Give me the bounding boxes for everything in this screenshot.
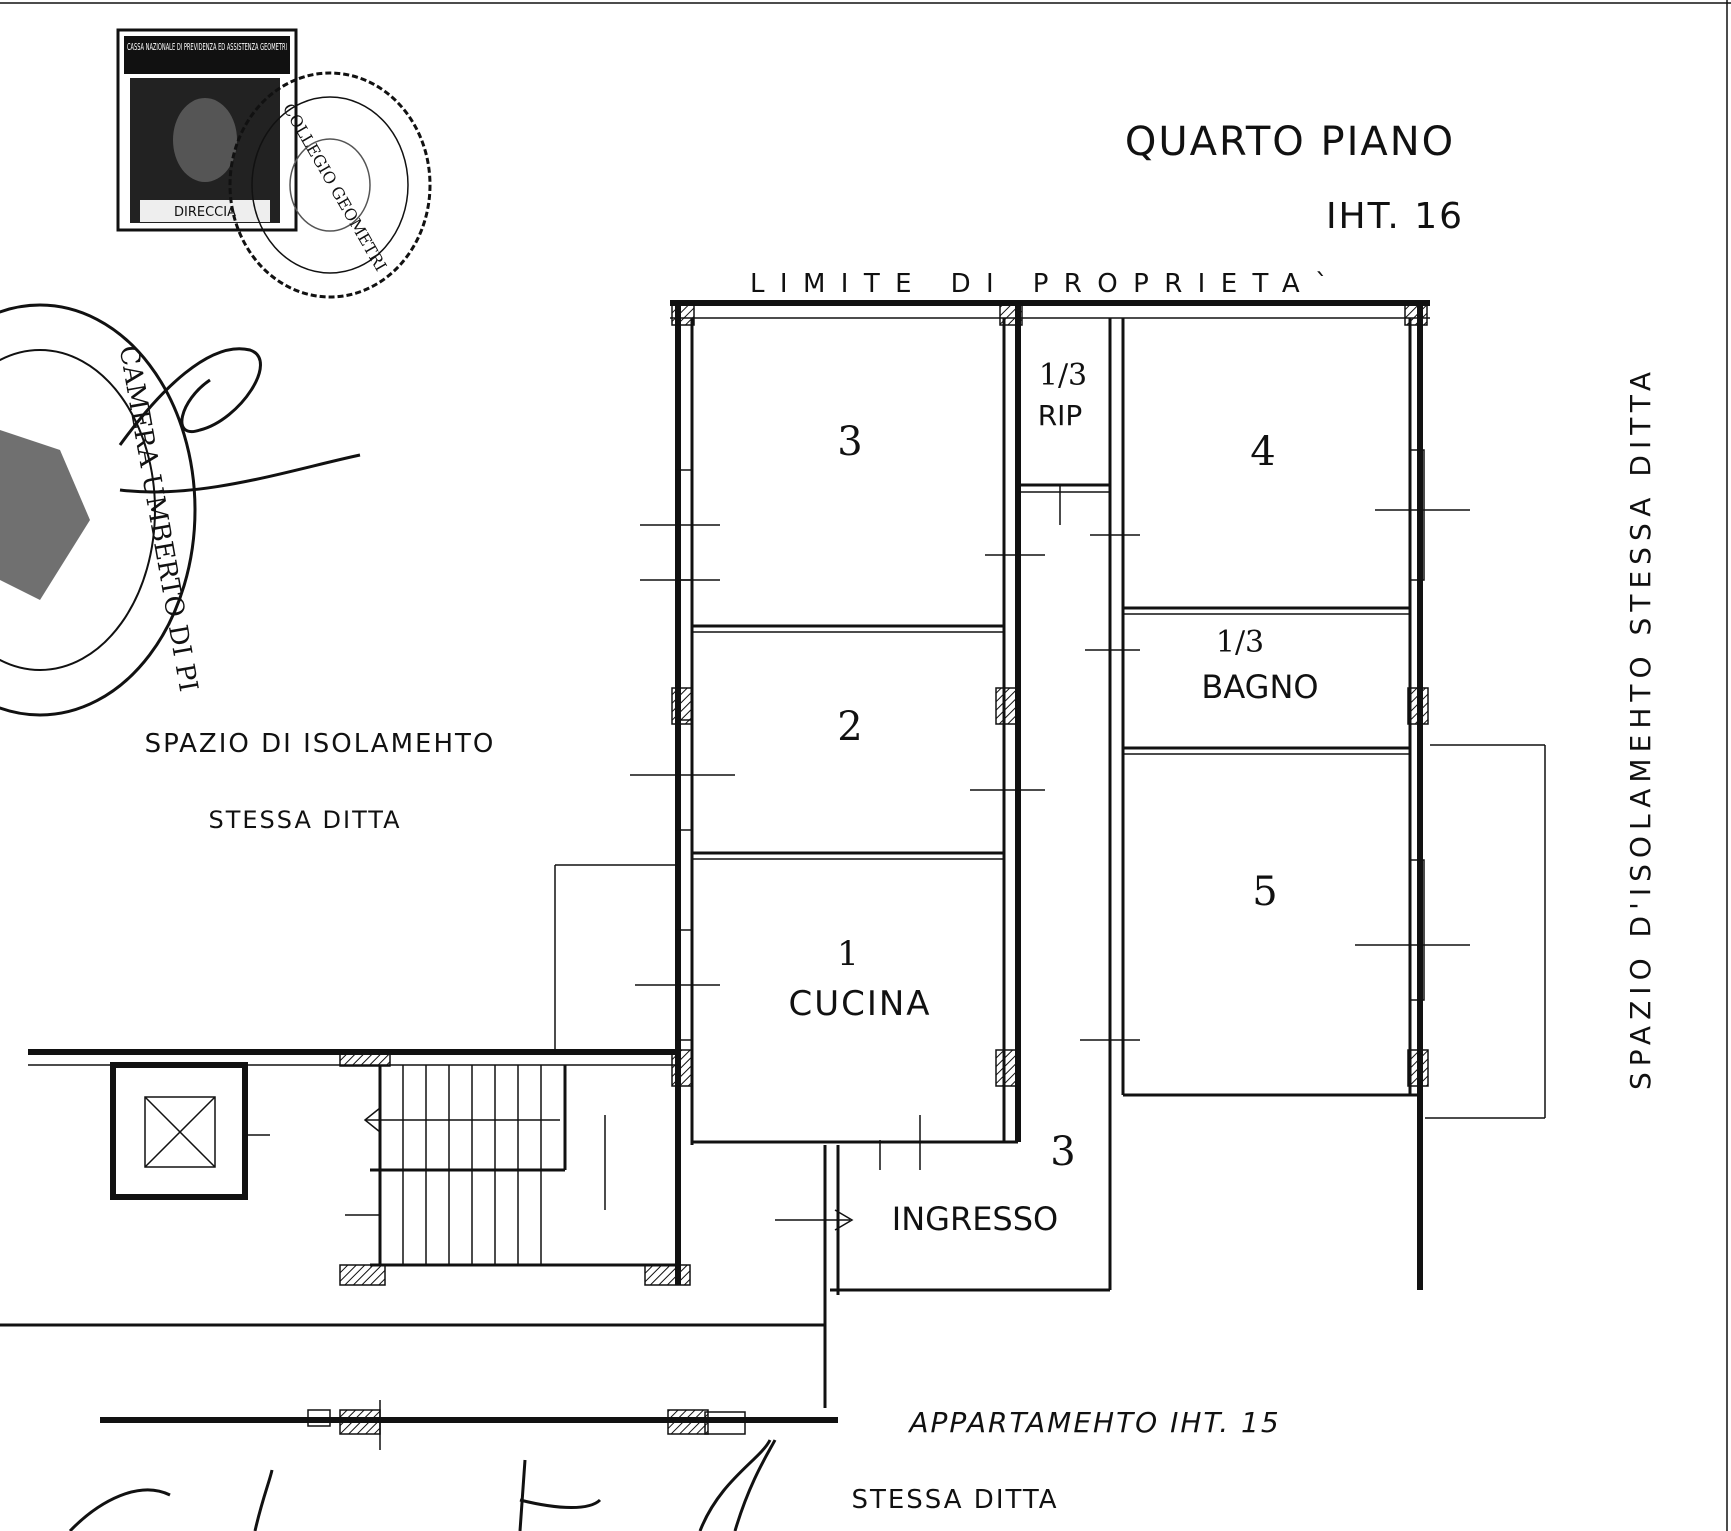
- property-boundary-label: LIMITE DI PROPRIETA`: [750, 269, 1330, 299]
- cucina-label: CUCINA: [788, 984, 931, 1024]
- signature-bottom: [68, 1439, 777, 1531]
- room-3-number: 3: [837, 419, 862, 465]
- signature-top: [118, 347, 361, 494]
- bagno-label: BAGNO: [1201, 668, 1318, 706]
- stairwell: [28, 864, 678, 1267]
- bottom-owner-label: STESSA DITTA: [851, 1485, 1058, 1515]
- room-2-number: 2: [837, 704, 862, 750]
- apartment-15-label: APPARTAMEHTO IHT. 15: [907, 1406, 1280, 1439]
- room-5-number: 5: [1252, 869, 1277, 915]
- rip-label: RIP: [1038, 399, 1083, 432]
- bottom-walls: [0, 744, 1546, 1450]
- stair-steps: [345, 1065, 606, 1265]
- cucina-number: 1: [837, 934, 859, 974]
- revenue-stamp: [116, 28, 298, 232]
- rip-fraction: 1/3: [1039, 358, 1087, 393]
- left-insulation-space-label: SPAZIO DI ISOLAMEHTO: [145, 729, 496, 759]
- room-4-number: 4: [1250, 429, 1275, 475]
- revenue-stamp-value: DIRECCIA: [174, 205, 236, 220]
- round-seal-left: [0, 303, 197, 717]
- window-marks: [630, 449, 1470, 1231]
- left-owner-label: STESSA DITTA: [208, 806, 401, 834]
- ingresso-label: INGRESSO: [892, 1200, 1058, 1238]
- revenue-stamp-text: CASSA NAZIONALE DI PREVIDENZA ED ASSISTE…: [127, 42, 287, 53]
- right-insulation-space-label: SPAZIO D'ISOLAMEHTO STESSA DITTA: [1624, 370, 1657, 1090]
- bagno-fraction: 1/3: [1216, 625, 1264, 660]
- floor-title: QUARTO PIANO: [1125, 119, 1455, 165]
- ingresso-number: 3: [1050, 1129, 1075, 1175]
- apartment-walls: [670, 300, 1430, 1408]
- unit-number-title: IHT. 16: [1326, 196, 1464, 237]
- round-seal-right: [228, 71, 432, 299]
